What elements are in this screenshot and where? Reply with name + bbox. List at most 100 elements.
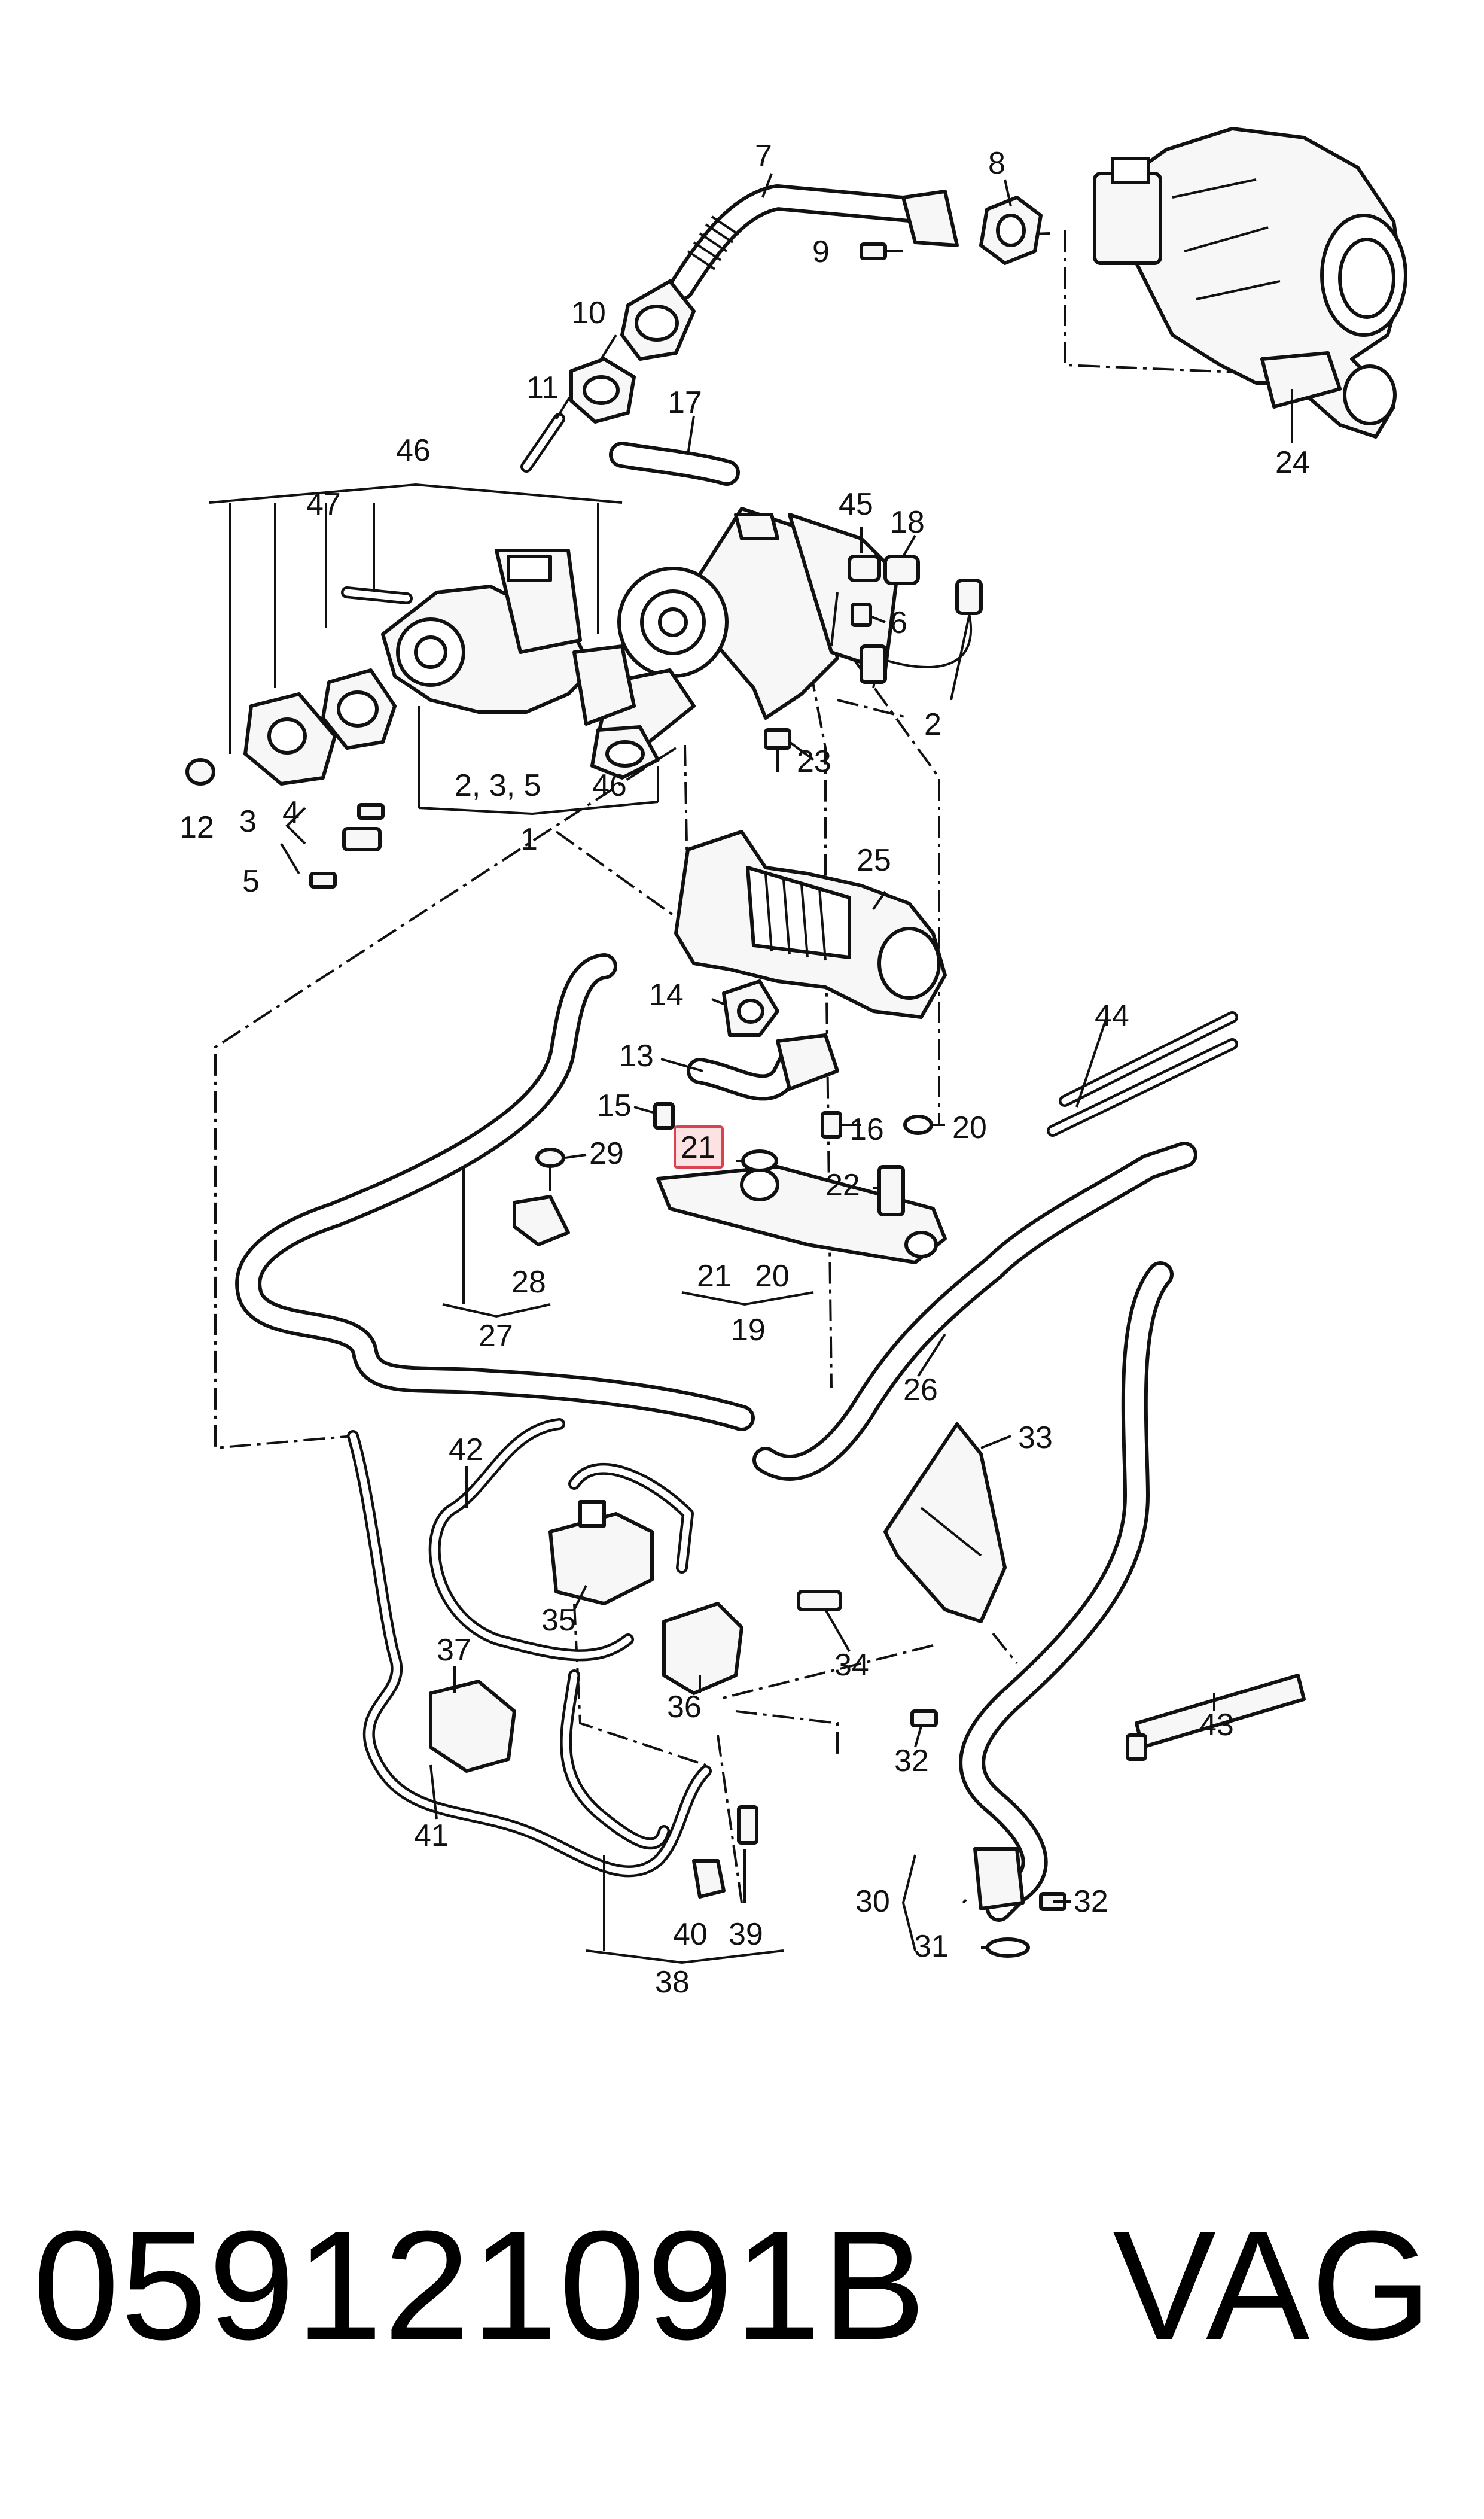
callout-25: 25 [857,843,891,878]
callout-5: 5 [242,864,260,899]
callout-34: 34 [834,1648,869,1683]
callout-36: 36 [667,1690,702,1724]
bolt-22 [877,1165,905,1216]
valve-35 [548,1500,654,1605]
pipe-44 [1047,1011,1238,1137]
callout-45: 45 [839,487,873,522]
callout-42: 42 [449,1432,483,1467]
connector-40 [692,1859,726,1899]
bracket-19 [656,1165,947,1264]
callout-labels: 7 8 9 10 11 17 24 46 47 45 18 6 2 23 12 … [179,139,1310,2000]
callout-27: 27 [479,1319,513,1353]
screw-29 [535,1148,565,1191]
callout-13: 13 [619,1039,654,1073]
gasket-valve [321,668,397,750]
turbocharger [1093,127,1407,439]
fitting-45 [848,555,881,582]
callout-19: 19 [731,1313,766,1347]
highlighted-callout-box [674,1125,724,1169]
callout-30: 30 [855,1884,890,1919]
gasket-14 [722,979,779,1037]
callout-20-lower: 20 [755,1259,790,1294]
connector-30 [973,1847,1066,1911]
connector-39 [737,1805,758,1845]
nut-12 [185,758,215,786]
valve-37 [429,1680,516,1773]
gasket-8 [979,196,1043,265]
callout-7: 7 [755,139,772,174]
callout-28: 28 [511,1265,546,1300]
callout-9: 9 [812,235,830,269]
callout-37: 37 [437,1633,471,1668]
screw-6 [851,603,872,627]
callout-10: 10 [571,296,606,330]
screw-32a [910,1709,938,1727]
callout-29: 29 [589,1136,624,1171]
callout-32-right: 32 [1074,1884,1108,1919]
sensor-3 [342,827,382,851]
callout-2: 2 [924,707,941,742]
bolt-15 [653,1102,675,1130]
callout-16: 16 [849,1112,884,1147]
callout-14: 14 [649,978,684,1012]
callout-15: 15 [597,1088,632,1123]
flex-bellows [687,215,740,270]
callout-4: 4 [282,795,300,830]
callout-1: 1 [520,822,538,857]
callout-12: 12 [179,810,214,845]
cap-18 [883,555,920,585]
callout-32-left: 32 [894,1744,929,1778]
assembly-lines [214,230,1281,1903]
oring-21 [741,1149,778,1172]
callout-39: 39 [729,1917,763,1952]
hose-17 [609,442,740,486]
screw-5 [309,872,337,889]
callout-21-highlighted: 21 [681,1130,715,1165]
intake-pipe-25 [674,830,947,1019]
gasket-10 [569,357,636,424]
callout-24: 24 [1275,445,1310,480]
egr-cooler [590,507,899,780]
callout-22: 22 [825,1168,860,1203]
callout-43: 43 [1199,1708,1234,1742]
hose-13 [687,1033,839,1101]
hose-30 [959,1261,1174,1922]
callout-6: 6 [890,606,907,640]
line-42 [428,1418,694,1662]
bracket-33 [883,1422,1007,1623]
oring-31 [986,1937,1030,1958]
callout-31: 31 [914,1929,949,1964]
oring-20 [903,1115,933,1135]
callout-38: 38 [655,1965,690,2000]
screw-4 [357,803,385,820]
sealant-tube-43 [1126,1674,1306,1761]
egr-pipe-7 [620,184,959,361]
part-number: 059121091B [33,2199,927,2372]
callout-46-bottom: 46 [592,768,627,803]
callout-11: 11 [526,370,559,405]
callout-41: 41 [414,1818,449,1853]
bracket-36 [662,1602,743,1695]
egr-valve-assembly [341,549,636,726]
bolt-16 [821,1111,842,1139]
callout-21-lower: 21 [697,1259,732,1294]
callout-8: 8 [988,146,1005,181]
callout-18: 18 [890,505,925,540]
bolt-9 [860,242,903,260]
callout-20-right: 20 [952,1111,987,1145]
brand-name: VAG [1113,2199,1433,2372]
clip-28 [513,1195,570,1246]
stud-11 [520,413,565,473]
line-41 [347,1430,712,1878]
callout-3: 3 [239,804,257,839]
screw-23 [764,728,791,772]
sensor-2 [860,579,983,689]
bolt-34 [797,1590,842,1611]
callout-46-top: 46 [396,433,431,468]
callout-47: 47 [306,487,341,522]
hose-26 [235,953,1197,1481]
callout-26: 26 [903,1373,938,1407]
callout-23: 23 [797,744,831,779]
callout-40: 40 [673,1917,708,1952]
